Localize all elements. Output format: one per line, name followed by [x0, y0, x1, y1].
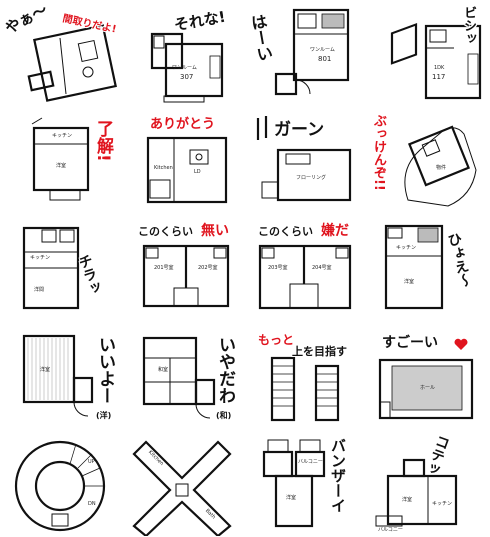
- sticker-motto[interactable]: もっと 上を目指す: [246, 328, 364, 432]
- sticker-bukkenzo[interactable]: ぶっけんぞ!! 物件: [368, 110, 486, 214]
- room-label-204: 204号室: [312, 265, 332, 271]
- room-label-balcony: バルコニー: [298, 459, 323, 465]
- sticker-batsu[interactable]: Kitchen Bath: [124, 432, 242, 536]
- sticker-gaan[interactable]: ガーン フローリング: [246, 110, 364, 214]
- room-number: 801: [318, 55, 332, 63]
- room-label-youshitsu: 洋室: [56, 163, 67, 169]
- sticker-arigatou[interactable]: ありがとう Kitchen LD: [124, 110, 242, 214]
- room-label-203: 203号室: [268, 265, 288, 271]
- room-label: 洋室: [40, 367, 51, 373]
- x-shaped-floorplan: [132, 440, 232, 536]
- room-label: ワンルーム: [310, 47, 335, 53]
- room-label-kitchen: キッチン: [432, 501, 453, 507]
- sticker-text: ガーン: [274, 120, 325, 140]
- sticker-haai[interactable]: はーい ワンルーム 801: [246, 4, 364, 108]
- floorplan-ryoukai: [31, 117, 90, 201]
- floorplan-tilted: [27, 24, 117, 102]
- hand-holding-floorplan: [404, 125, 477, 207]
- room-label: 1DK: [434, 65, 445, 71]
- sticker-iyada[interactable]: このくらい 嫌だ 203号室 204号室: [246, 218, 364, 322]
- floorplan-gaan: [256, 116, 352, 202]
- room-label: 和室: [158, 367, 169, 373]
- sticker-red-text: 嫌だ: [321, 223, 349, 239]
- sticker-prefix: このくらい: [138, 225, 193, 238]
- sticker-yaa[interactable]: やぁ〜 間取りだよ!: [2, 4, 120, 108]
- sticker-suffix: (洋): [96, 411, 112, 420]
- room-label-kitchen: キッチン: [30, 255, 51, 261]
- floorplan-washitsu: [142, 336, 216, 419]
- room-label-youma: 洋間: [34, 287, 45, 293]
- room-label-201: 201号室: [154, 265, 174, 271]
- sticker-bishi[interactable]: ビシッ 1DK 117: [368, 4, 486, 108]
- room-label-kitchen: Kitchen: [154, 165, 173, 171]
- sticker-text: いやだわ: [215, 336, 235, 404]
- sticker-suffix: (和): [216, 411, 232, 420]
- floorplan-arigatou: [146, 136, 228, 204]
- floorplan-kote: [375, 458, 458, 527]
- circular-floorplan: [14, 440, 106, 532]
- sticker-text: バンザーイ: [329, 438, 347, 513]
- floorplan-hall: [378, 358, 474, 420]
- floorplan-307: [150, 32, 224, 103]
- heart-icon: [454, 338, 468, 350]
- sticker-banzai[interactable]: バルコニー 洋室 バンザーイ: [246, 432, 364, 536]
- room-label: 物件: [436, 165, 447, 171]
- floorplan-117: [390, 23, 482, 100]
- sticker-ryoukai[interactable]: キッチン 洋室 了解!: [2, 110, 120, 214]
- sticker-sugoi[interactable]: すごーい ホール: [368, 328, 486, 432]
- room-label-youshitsu: 洋室: [286, 495, 297, 501]
- floorplan-201-202: [142, 244, 230, 308]
- sticker-circle[interactable]: UP DN: [2, 432, 120, 536]
- floorplan-banzai: [262, 439, 326, 528]
- sticker-nai[interactable]: このくらい 無い 201号室 202号室: [124, 218, 242, 322]
- floorplan-youshitsu: [22, 334, 94, 417]
- room-label-dn: DN: [88, 501, 96, 507]
- sticker-prefix: このくらい: [258, 225, 313, 238]
- room-label-youshitsu: 洋室: [404, 279, 415, 285]
- sticker-red-text: 無い: [201, 223, 229, 239]
- room-label-up: UP: [88, 459, 95, 465]
- staircase-plan: [270, 356, 340, 422]
- room-label-ld: LD: [194, 169, 201, 175]
- sticker-text: 上を目指す: [292, 345, 347, 358]
- sticker-text: いいよー: [95, 336, 115, 404]
- room-label-kitchen: キッチン: [52, 133, 73, 139]
- sticker-red-text: もっと: [258, 333, 295, 347]
- room-number: 307: [180, 73, 194, 81]
- sticker-text: ありがとう: [150, 117, 216, 132]
- floorplan-203-204: [258, 244, 352, 310]
- room-number: 117: [432, 73, 446, 81]
- sticker-hyoe[interactable]: キッチン 洋室 ひょえ〜: [368, 218, 486, 322]
- room-label: ホール: [420, 385, 436, 391]
- sticker-text: 了解!: [93, 120, 113, 162]
- sticker-text: すごーい: [382, 335, 438, 351]
- room-label-kitchen: キッチン: [396, 245, 417, 251]
- floorplan-hyoe: [384, 224, 444, 310]
- room-label-202: 202号室: [198, 265, 218, 271]
- room-label-youshitsu: 洋室: [402, 497, 413, 503]
- sticker-text: ぶっけんぞ!!: [371, 114, 386, 191]
- room-label: フローリング: [296, 175, 327, 181]
- sticker-text: ビシッ: [461, 6, 476, 45]
- sticker-sorena[interactable]: それな! ワンルーム 307: [124, 4, 242, 108]
- floorplan-801: [274, 8, 350, 96]
- sticker-iiyo[interactable]: 洋室 いいよー (洋): [2, 328, 120, 432]
- sticker-chira[interactable]: キッチン 洋間 チラッ: [2, 218, 120, 322]
- room-label-balcony: バルコニー: [378, 527, 403, 533]
- sticker-iyadawa[interactable]: 和室 いやだわ (和): [124, 328, 242, 432]
- sticker-kote[interactable]: コテッ キッチン 洋室 バルコニー: [368, 432, 486, 536]
- room-label: ワンルーム: [172, 65, 197, 71]
- floorplan-peek: [22, 226, 80, 310]
